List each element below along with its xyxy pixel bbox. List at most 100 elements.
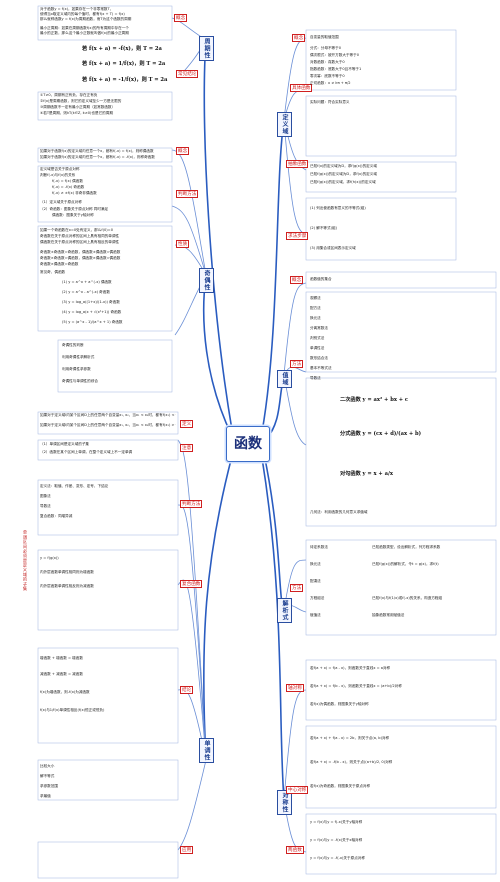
mono-conclusion-1: 增函数 + 增函数 = 增函数 xyxy=(40,656,83,660)
symmetry-axis-1: 若f(a + x) = f(a - x)，则函数关于直线x = a对称 xyxy=(310,666,391,670)
mono-def-1: 如果对于定义域I内某个区间D上的任意两个自变量x₁, x₂，当x₁ < x₂时，… xyxy=(40,413,176,417)
mono-note-1: （1）单调区间是定义域的子集 xyxy=(40,442,90,446)
branch-analytic: 解析式 xyxy=(277,598,292,623)
definition-rule-3: 对数函数：真数大于0 xyxy=(310,60,345,64)
symmetry-two-1: y = f(x)与y = f(-x)关于y轴对称 xyxy=(310,820,363,824)
mono-method-2: 图象法 xyxy=(40,494,51,498)
parity-common-4: (4) y = log_a(x + √(x²+1)) 奇函数 xyxy=(62,310,122,314)
analytic-method-5: 赋值法 xyxy=(310,613,321,617)
parity-judge-7: （2）奇函数：图象关于原点对称 同时满足 xyxy=(40,207,109,211)
mono-method-3: 导数法 xyxy=(40,504,51,508)
periodicity-rule-2: 若 f(x + a) = 1/f(x)，则 T = 2a xyxy=(82,61,166,67)
symmetry-two-2: y = f(x)与y = -f(x)关于x轴对称 xyxy=(310,838,363,842)
mono-composite-1: y = f(g(x)) xyxy=(40,556,59,560)
range-method-7: 数形结合法 xyxy=(310,356,328,360)
parity-property-5: 奇函数×奇函数=偶函数，偶函数×偶函数=偶函数 xyxy=(40,256,121,260)
range-method-8: 基本不等式法 xyxy=(310,366,332,370)
mono-application-3: 求参数范围 xyxy=(40,784,58,788)
mono-conclusion-4: f(x)与1/f(x)单调性相反(f(x)恒正或恒负) xyxy=(40,708,105,712)
range-quadratic: 二次函数 y = ax² + bx + c xyxy=(340,397,409,403)
parity-extra-3: 利用奇偶性求参数 xyxy=(62,367,91,371)
periodicity-note-2: ②f(x)是周期函数，则它的定义域至少一方是无限的 xyxy=(40,99,122,103)
analytic-method-1: 待定系数法 xyxy=(310,545,328,549)
branch-periodicity: 周期性 xyxy=(199,36,214,61)
mono-method-1: 定义法：取值、作差、变形、定号、下结论 xyxy=(40,484,109,488)
analytic-detail-2: 已知f(g(x))的解析式，令t = g(x)，求f(t) xyxy=(372,562,439,566)
parity-judge-8: 偶函数：图象关于y轴对称 xyxy=(52,213,94,217)
mono-application-4: 求最值 xyxy=(40,794,51,798)
range-method-3: 换元法 xyxy=(310,316,321,320)
center-title: 函数 xyxy=(226,426,270,462)
parity-property-1: 如果一个奇函数在x=0处有定义，那么f(0)=0 xyxy=(40,228,113,232)
analytic-method-2: 换元法 xyxy=(310,562,321,566)
mono-def-2: 如果对于定义域I内某个区间D上的任意两个自变量x₁, x₂，当x₁ < x₂时，… xyxy=(40,423,176,427)
mono-method-4: 复合函数：同增异减 xyxy=(40,514,73,518)
mono-application-1: 比较大小 xyxy=(40,764,55,768)
definition-abstract-1: 已知f(x)的定义域为D，求f(g(x))的定义域 xyxy=(310,164,377,168)
parity-extra-1: 奇偶性的判断 xyxy=(62,343,84,347)
definition-rules-label: 具体函数 xyxy=(290,84,313,93)
mono-composite-2: 内外层函数单调性相同则为增函数 xyxy=(40,570,94,574)
mono-method-label: 判断方法 xyxy=(180,500,203,509)
range-fractional: 分式函数 y = (cx + d)/(ax + b) xyxy=(340,431,422,437)
definition-rule-1: 分式：分母不等于0 xyxy=(310,46,342,50)
symmetry-two-3: y = f(x)与y = -f(-x)关于原点对称 xyxy=(310,856,365,860)
parity-property-label: 性质 xyxy=(176,240,190,249)
parity-property-7: 常见奇、偶函数 xyxy=(40,270,66,274)
definition-steps-label: 求法步骤 xyxy=(286,232,309,241)
periodicity-concept-2: 使得当x取定义域内的每个值时，都有f(x + T) = f(x) xyxy=(40,12,125,16)
periodicity-concept-5: 最小的正数，那么这个最小正数就叫做f(x)的最小正周期 xyxy=(40,31,129,35)
definition-rule-2: 偶次根式：被开方数大于等于0 xyxy=(310,53,360,57)
mono-vertical-note: 单调区间必须是定义域的子集 xyxy=(23,530,28,591)
periodicity-rules-label: 常见结论 xyxy=(176,70,199,79)
periodicity-concept-4: 最小正周期：如果在周期函数f(x)的所有周期中存在一个 xyxy=(40,26,129,30)
parity-property-2: 奇函数在关于原点对称的区间上具有相同的单调性 xyxy=(40,234,120,238)
symmetry-two-label: 两函数 xyxy=(286,846,304,855)
mono-application-2: 解不等式 xyxy=(40,774,55,778)
range-hook: 对勾函数 y = x + a/x xyxy=(340,471,393,477)
parity-concept-1: 如果对于函数f(x)的定义域内任意一个x，都有f(-x) = f(x)，则称偶函… xyxy=(40,149,154,153)
range-concept-text: 函数值的集合 xyxy=(310,277,332,281)
parity-property-3: 偶函数在关于原点对称的区间上具有相反的单调性 xyxy=(40,240,120,244)
periodicity-rule-3: 若 f(x + a) = -1/f(x)，则 T = 2a xyxy=(82,77,168,83)
parity-concept-2: 如果对于函数f(x)的定义域内任意一个x，都有f(-x) = -f(x)，则称奇… xyxy=(40,155,155,159)
definition-concept-text: 自变量的取值范围 xyxy=(310,35,339,39)
range-concept-label: 概念 xyxy=(290,276,304,285)
parity-judge-6: （1）定义域关于原点对称 xyxy=(40,200,82,204)
analytic-method-3: 配凑法 xyxy=(310,579,321,583)
symmetry-axis-label: 轴对称 xyxy=(286,684,304,693)
range-method-9: 导数法 xyxy=(310,376,321,380)
parity-extra-4: 奇偶性与单调性的综合 xyxy=(62,379,98,383)
range-method-4: 分离常数法 xyxy=(310,326,328,330)
mono-composite-3: 内外层函数单调性相反则为减函数 xyxy=(40,584,94,588)
analytic-detail-1: 已知函数类型，设出解析式，列方程求系数 xyxy=(372,545,441,549)
parity-common-5: (5) y = (a^x - 1)/(a^x + 1) 奇函数 xyxy=(62,320,123,324)
periodicity-note-4: ④若T是周期，则kT(k∈Z, k≠0)也是它的周期 xyxy=(40,111,113,115)
parity-property-6: 奇函数×偶函数=奇函数 xyxy=(40,262,79,266)
branch-monotonicity: 单调性 xyxy=(199,738,214,763)
analytic-detail-4: 抽象函数常用赋值法 xyxy=(372,613,405,617)
parity-common-2: (2) y = a^x - a^(-x) 奇函数 xyxy=(62,290,110,294)
definition-rule-6: 正切函数：x ≠ kπ + π/2 xyxy=(310,81,351,85)
parity-judge-1: 定义域是否关于原点对称 xyxy=(40,167,80,171)
definition-step-2: (2) 解不等式(组) xyxy=(310,226,338,230)
parity-judge-4: f(-x) = -f(x) 奇函数 xyxy=(52,185,85,189)
mono-conclusion-label: 结论 xyxy=(180,686,194,695)
periodicity-concept-label: 概念 xyxy=(174,14,188,23)
definition-rule-7: 实际问题：符合实际意义 xyxy=(310,100,350,104)
range-method-2: 配方法 xyxy=(310,306,321,310)
definition-rule-5: 零次幂：底数不等于0 xyxy=(310,74,345,78)
branch-parity: 奇偶性 xyxy=(199,268,214,293)
symmetry-center-3: 若f(x)为奇函数，则图象关于原点对称 xyxy=(310,784,371,788)
symmetry-center-1: 若f(a + x) + f(a - x) = 2b，则关于点(a, b)对称 xyxy=(310,736,390,740)
mono-application-label: 应用 xyxy=(180,846,194,855)
periodicity-note-1: ①T≠0，周期有正有负，存在正有负 xyxy=(40,93,98,97)
parity-common-3: (3) y = log_a((1+x)/(1-x)) 奇函数 xyxy=(62,300,120,304)
branch-definition: 定义域 xyxy=(277,112,292,137)
mono-conclusion-3: f(x)为增函数，则-f(x)为减函数 xyxy=(40,690,90,694)
analytic-detail-3: 已知f(x)与f(1/x)或f(-x)的关系，构造方程组 xyxy=(372,596,443,600)
periodicity-concept-1: 对于函数y = f(x)，如果存在一个非零常数T， xyxy=(40,7,114,11)
range-method-5: 判别式法 xyxy=(310,336,325,340)
definition-rule-4: 指数函数：底数大于0且不等于1 xyxy=(310,67,362,71)
